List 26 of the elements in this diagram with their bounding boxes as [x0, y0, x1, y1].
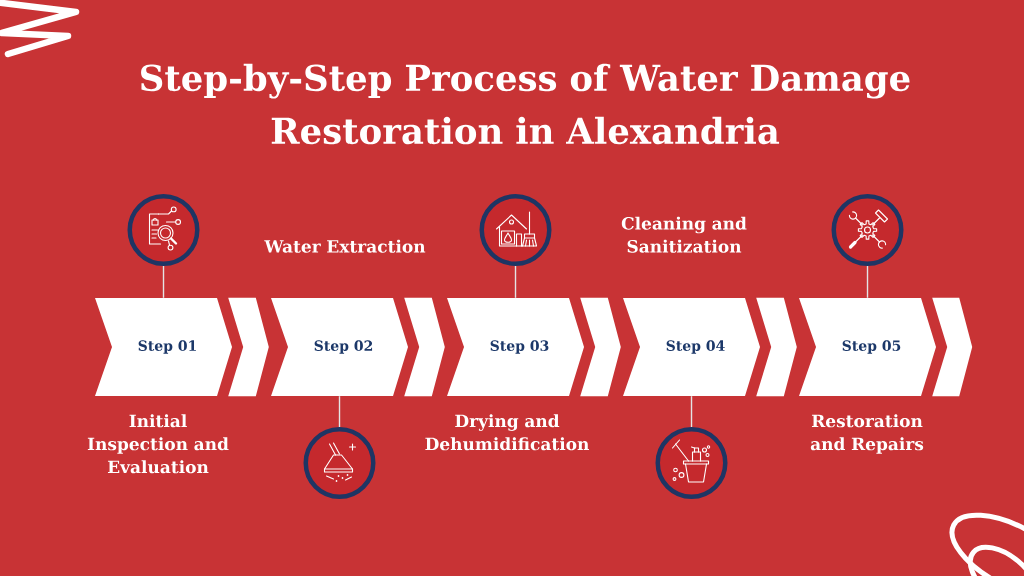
chevron-arrow — [580, 297, 621, 397]
chevron-arrow — [756, 297, 797, 397]
icon-circle — [831, 194, 904, 266]
step-title: Water Extraction — [264, 239, 426, 253]
icon-circle — [303, 427, 376, 499]
step-title: Cleaning and Sanitization — [621, 216, 747, 253]
step-title: Restoration and Repairs — [810, 414, 924, 454]
icon-circle — [479, 194, 552, 266]
leader-line — [514, 265, 517, 299]
leader-line — [162, 265, 165, 299]
step-title: Initial Inspection and Evaluation — [87, 414, 229, 474]
step-box: Step 01 — [95, 298, 232, 396]
icon-circle — [127, 194, 200, 266]
chevron-arrow — [228, 297, 269, 397]
step-box: Step 02 — [271, 298, 408, 396]
step-box: Step 03 — [447, 298, 584, 396]
step-title: Drying and Dehumidification — [425, 414, 589, 451]
leader-line — [866, 265, 869, 299]
chevron-arrow — [404, 297, 445, 397]
step-box: Step 04 — [623, 298, 760, 396]
title: Step-by-Step Process of Water Damage Restoration in Alexandria — [141, 63, 910, 145]
leader-line — [690, 395, 693, 428]
step-box: Step 05 — [799, 298, 936, 396]
icon-circle — [655, 427, 728, 499]
chevron-arrow — [932, 297, 973, 397]
leader-line — [338, 395, 341, 428]
